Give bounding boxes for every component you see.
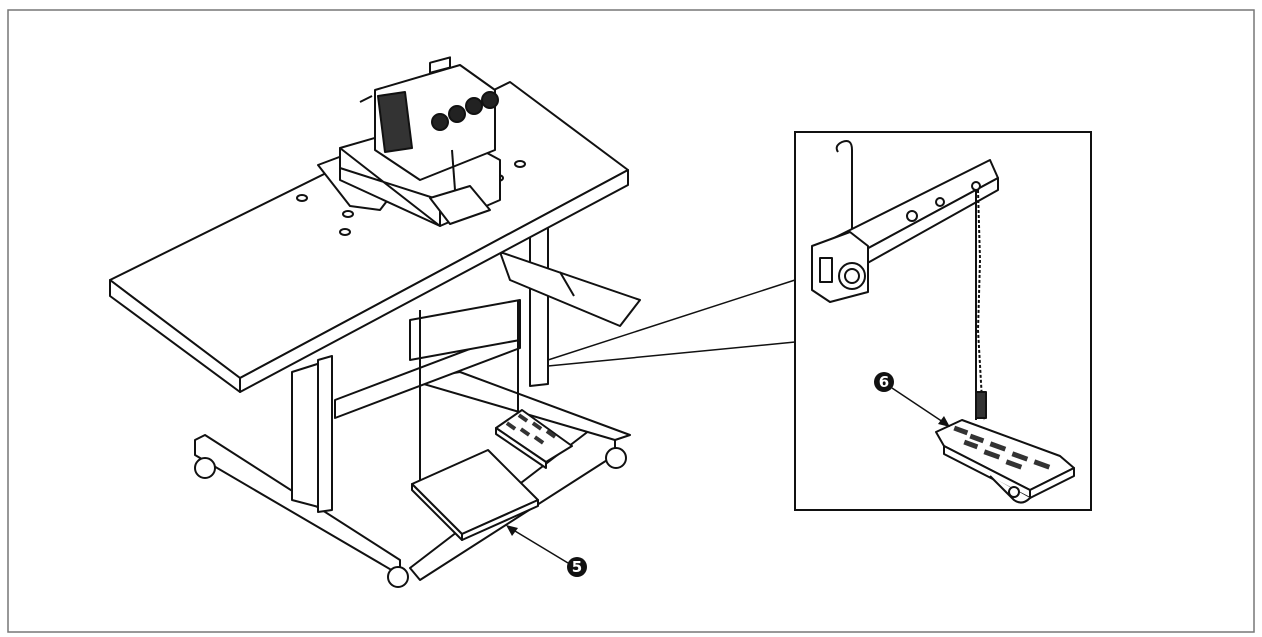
thread-tension-dials xyxy=(431,91,499,131)
pedal-main xyxy=(495,409,573,469)
leader-line-top xyxy=(547,279,796,361)
callout-6-leader xyxy=(891,387,947,425)
pedal-plate-5 xyxy=(411,449,539,541)
leg-back xyxy=(529,227,549,387)
caster-right xyxy=(605,447,627,469)
caster-front-left xyxy=(194,457,216,479)
sewing-table xyxy=(109,81,641,588)
callout-6-label: 6 xyxy=(879,373,889,391)
callout-5-group: 5 xyxy=(506,525,587,577)
detail-inset xyxy=(547,131,1092,511)
hook xyxy=(835,140,853,240)
overlock-machine xyxy=(339,56,501,227)
caster-front-center xyxy=(387,566,409,588)
pedal-6 xyxy=(935,419,1075,504)
callout-5-leader xyxy=(509,527,569,564)
leg-front-right xyxy=(317,355,333,513)
presser-foot xyxy=(429,185,491,225)
cross-brace xyxy=(334,329,521,419)
table-top-side-edge xyxy=(239,169,629,393)
callout-6-badge xyxy=(874,372,894,392)
motor-box xyxy=(409,299,521,361)
callout-5-label: 5 xyxy=(572,558,582,576)
leader-line-bottom xyxy=(547,341,796,367)
callout-6-group: 6 xyxy=(874,372,950,427)
callout-5-badge xyxy=(567,557,587,577)
